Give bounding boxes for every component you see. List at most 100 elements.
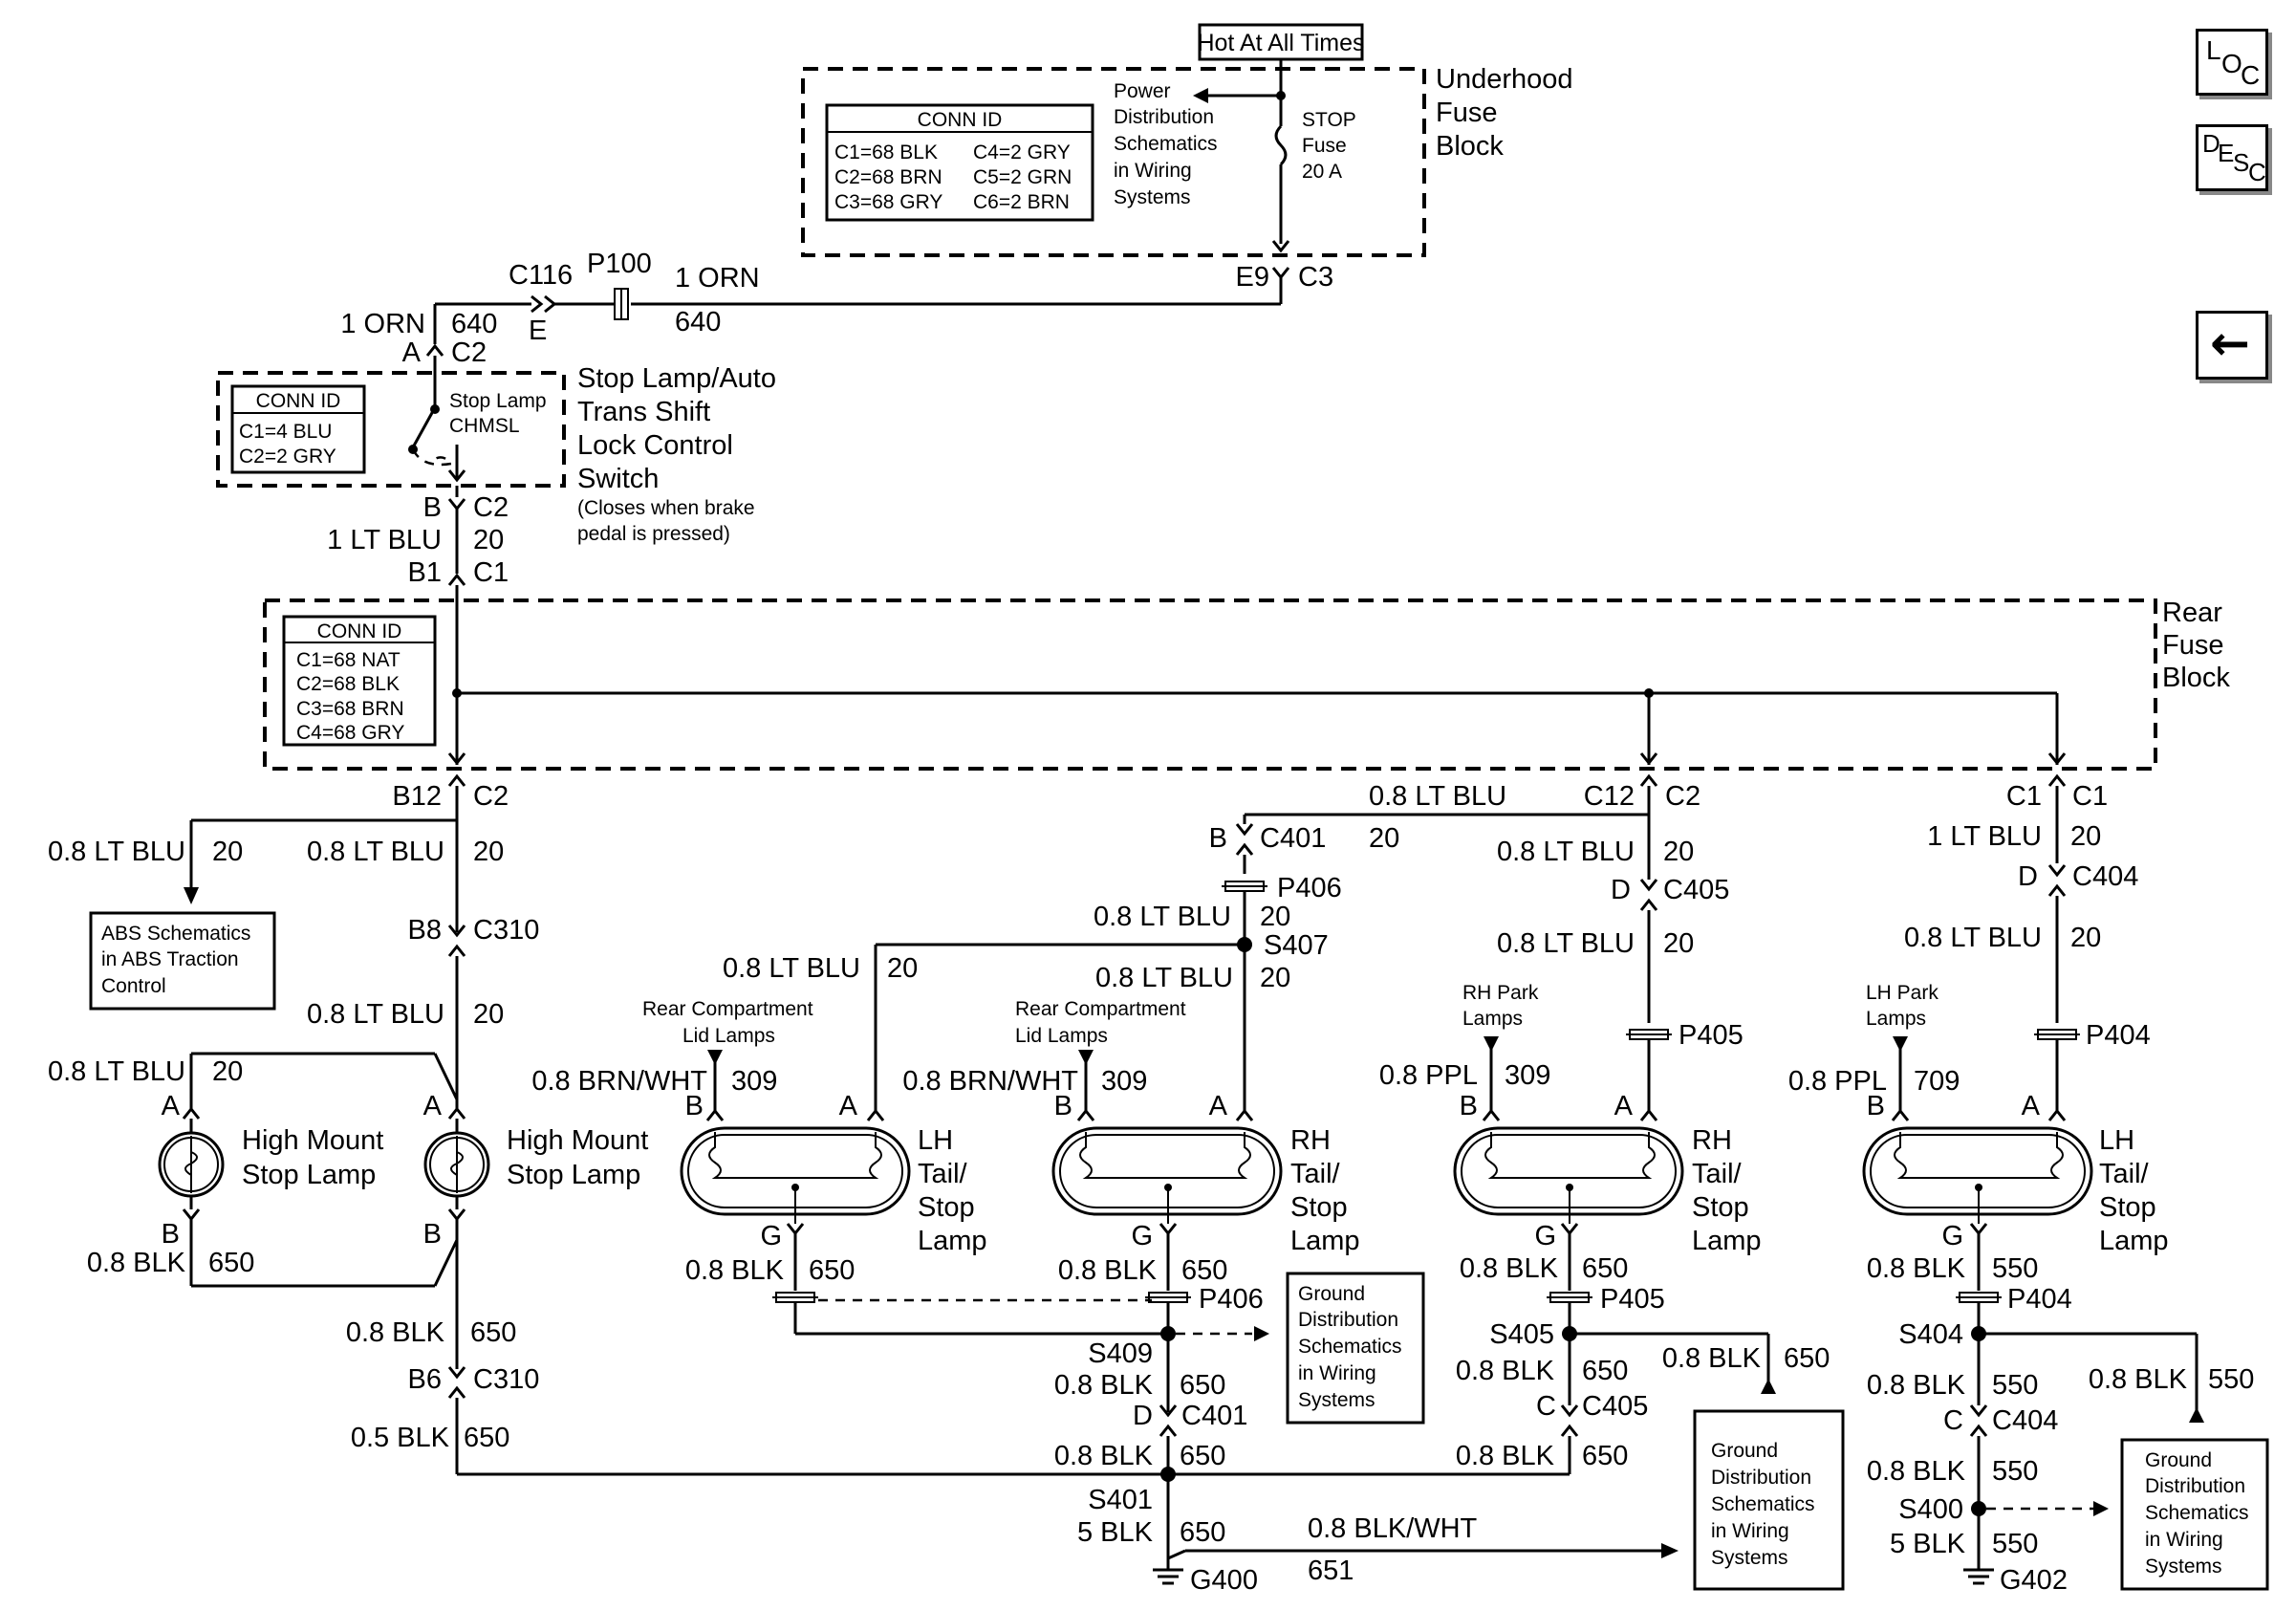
lhs-g402-color: 5 BLK (1890, 1529, 1966, 1559)
lhs-s400: S400 (1898, 1494, 1963, 1525)
g402-label: G402 (2000, 1565, 2068, 1596)
rear-conn-c3: C3=68 BRN (296, 698, 404, 720)
left-pin-b6: B6 (408, 1364, 442, 1395)
left-g1-circuit: 650 (470, 1317, 516, 1348)
lhs-s404: S404 (1898, 1319, 1963, 1350)
c116-label: C116 (509, 260, 573, 291)
rear-conn-c2b: C2 (1665, 781, 1700, 812)
top-right-wire-circuit: 640 (675, 307, 721, 337)
lh-rc-lamps-2: Lid Lamps (682, 1025, 775, 1047)
rhs-gnd-color: 0.8 BLK (1460, 1253, 1559, 1284)
lh-name-4: Lamp (918, 1226, 987, 1256)
lh-park-color: 0.8 BRN/WHT (531, 1066, 707, 1097)
switch-contact-icon (411, 410, 435, 448)
hm-gnd-color: 0.8 BLK (87, 1248, 186, 1278)
lh-tail-stop-lamp (680, 1126, 911, 1224)
rh-park-circuit: 309 (1101, 1066, 1147, 1097)
lhs-p404b: P404 (2007, 1284, 2072, 1315)
back-arrow-icon: ← (2210, 315, 2250, 371)
abs-ref-2: in ABS Traction (101, 948, 239, 970)
back-button[interactable]: ← (2196, 311, 2268, 380)
ground-ref-box-rh[interactable] (1693, 1409, 1845, 1591)
underhood-conn-c3: C3=68 GRY (834, 191, 942, 213)
abs-ref-3: Control (101, 975, 166, 997)
stop-fuse-icon (1274, 124, 1288, 166)
bus-circuit: 650 (1180, 1441, 1225, 1471)
rhs-name-3: Stop (1692, 1192, 1749, 1223)
switch-conn-b: C2 (473, 492, 509, 523)
underhood-pin-e9: E9 (1236, 262, 1269, 293)
rhs-park-color: 0.8 PPL (1379, 1060, 1478, 1091)
rhs-s405: S405 (1489, 1319, 1554, 1350)
left-conn-c310a: C310 (473, 915, 539, 946)
rhs-park-2: Lamps (1462, 1008, 1523, 1030)
c116-pin-e: E (529, 315, 547, 346)
lh-park-circuit: 309 (731, 1066, 777, 1097)
abs-reference-box[interactable] (89, 911, 276, 1011)
top-left-wire-circuit: 640 (451, 309, 497, 339)
gnd-ref-r-2: Distribution (1711, 1467, 1811, 1489)
switch-name-1: Stop Lamp/Auto (577, 363, 776, 394)
fuse-label-3: 20 A (1302, 161, 1342, 183)
c401-pin-b: B (1209, 823, 1227, 854)
rhs-park-circuit: 309 (1505, 1060, 1550, 1091)
bus-color: 0.8 BLK (1054, 1441, 1154, 1471)
lhs-name-2: Tail/ (2099, 1159, 2150, 1189)
lhs-c404: C404 (2072, 861, 2138, 892)
lamp-filament-icon (184, 1151, 198, 1176)
rhs-name-1: RH (1692, 1125, 1732, 1156)
rear-conn-c1: C1=68 NAT (296, 649, 401, 671)
left-w2-circuit: 20 (473, 999, 504, 1030)
gnd-ref-r-3: Schematics (1711, 1493, 1815, 1515)
ground-ref-box-lh[interactable] (2120, 1438, 2269, 1591)
rear-conn-c2: C2=68 BLK (296, 673, 400, 695)
left-w1-color: 0.8 LT BLU (307, 837, 444, 867)
gnd-ref-c-1: Ground (1298, 1283, 1365, 1305)
rhs-pin-b: B (1460, 1091, 1478, 1121)
rh-pin-g: G (1131, 1221, 1153, 1251)
rear-conn-c2a: C2 (473, 781, 509, 812)
p406-label: P406 (1277, 873, 1342, 903)
lhs-park-circuit: 709 (1914, 1066, 1960, 1097)
rh-rc-lamps-1: Rear Compartment (1015, 998, 1186, 1020)
rhs-bus-circuit: 650 (1582, 1441, 1628, 1471)
hm2-name-2: Stop Lamp (507, 1160, 640, 1190)
hm1-wire-circuit: 20 (212, 1056, 243, 1087)
rh-gnd-circuit: 650 (1181, 1255, 1227, 1286)
s407-label: S407 (1264, 930, 1329, 961)
c401b-pin-d: D (1133, 1401, 1153, 1431)
lhs-park-color: 0.8 PPL (1788, 1066, 1887, 1097)
lamp-filament-icon (1079, 1132, 1251, 1179)
ground-ref-box-center[interactable] (1286, 1272, 1425, 1425)
rear-pin-c12: C12 (1584, 781, 1635, 812)
gnd-ref-c-3: Schematics (1298, 1336, 1402, 1358)
lhs-w2-color: 0.8 LT BLU (1904, 923, 2042, 953)
top-right-wire-color: 1 ORN (675, 263, 760, 294)
lhs-p404: P404 (2086, 1020, 2151, 1051)
left-g1-color: 0.8 BLK (346, 1317, 445, 1348)
rhs-pin-c: C (1536, 1391, 1556, 1422)
lh-pin-b: B (685, 1091, 704, 1121)
g400-ground-icon (1153, 1568, 1183, 1585)
lhs-name-4: Lamp (2099, 1226, 2169, 1256)
switch-wire-color: 1 LT BLU (327, 525, 442, 555)
hm2-pin-a: A (423, 1091, 443, 1121)
hm1-name-1: High Mount (242, 1125, 383, 1156)
underhood-name-1: Underhood (1436, 64, 1573, 95)
p405-upper-passthrough-icon (1626, 1029, 1672, 1040)
lhs-s404b-color: 0.8 BLK (1867, 1456, 1966, 1487)
left-pin-b8: B8 (408, 915, 442, 946)
rhs-w2-circuit: 20 (1663, 928, 1694, 959)
rhs-gnd-circuit: 650 (1582, 1253, 1628, 1284)
gnd-ref-r-1: Ground (1711, 1440, 1778, 1462)
rh-feed-color: 0.8 LT BLU (1095, 963, 1233, 993)
gnd-ref-c-5: Systems (1298, 1389, 1375, 1411)
lhs-s404b-circuit: 550 (1992, 1456, 2038, 1487)
lh-side-tail-stop-lamp (1862, 1126, 2093, 1224)
stop-lamp-switch-box (216, 371, 566, 488)
lhs-w1-color: 1 LT BLU (1927, 821, 2042, 852)
p406-wire-circuit: 20 (1260, 902, 1290, 932)
